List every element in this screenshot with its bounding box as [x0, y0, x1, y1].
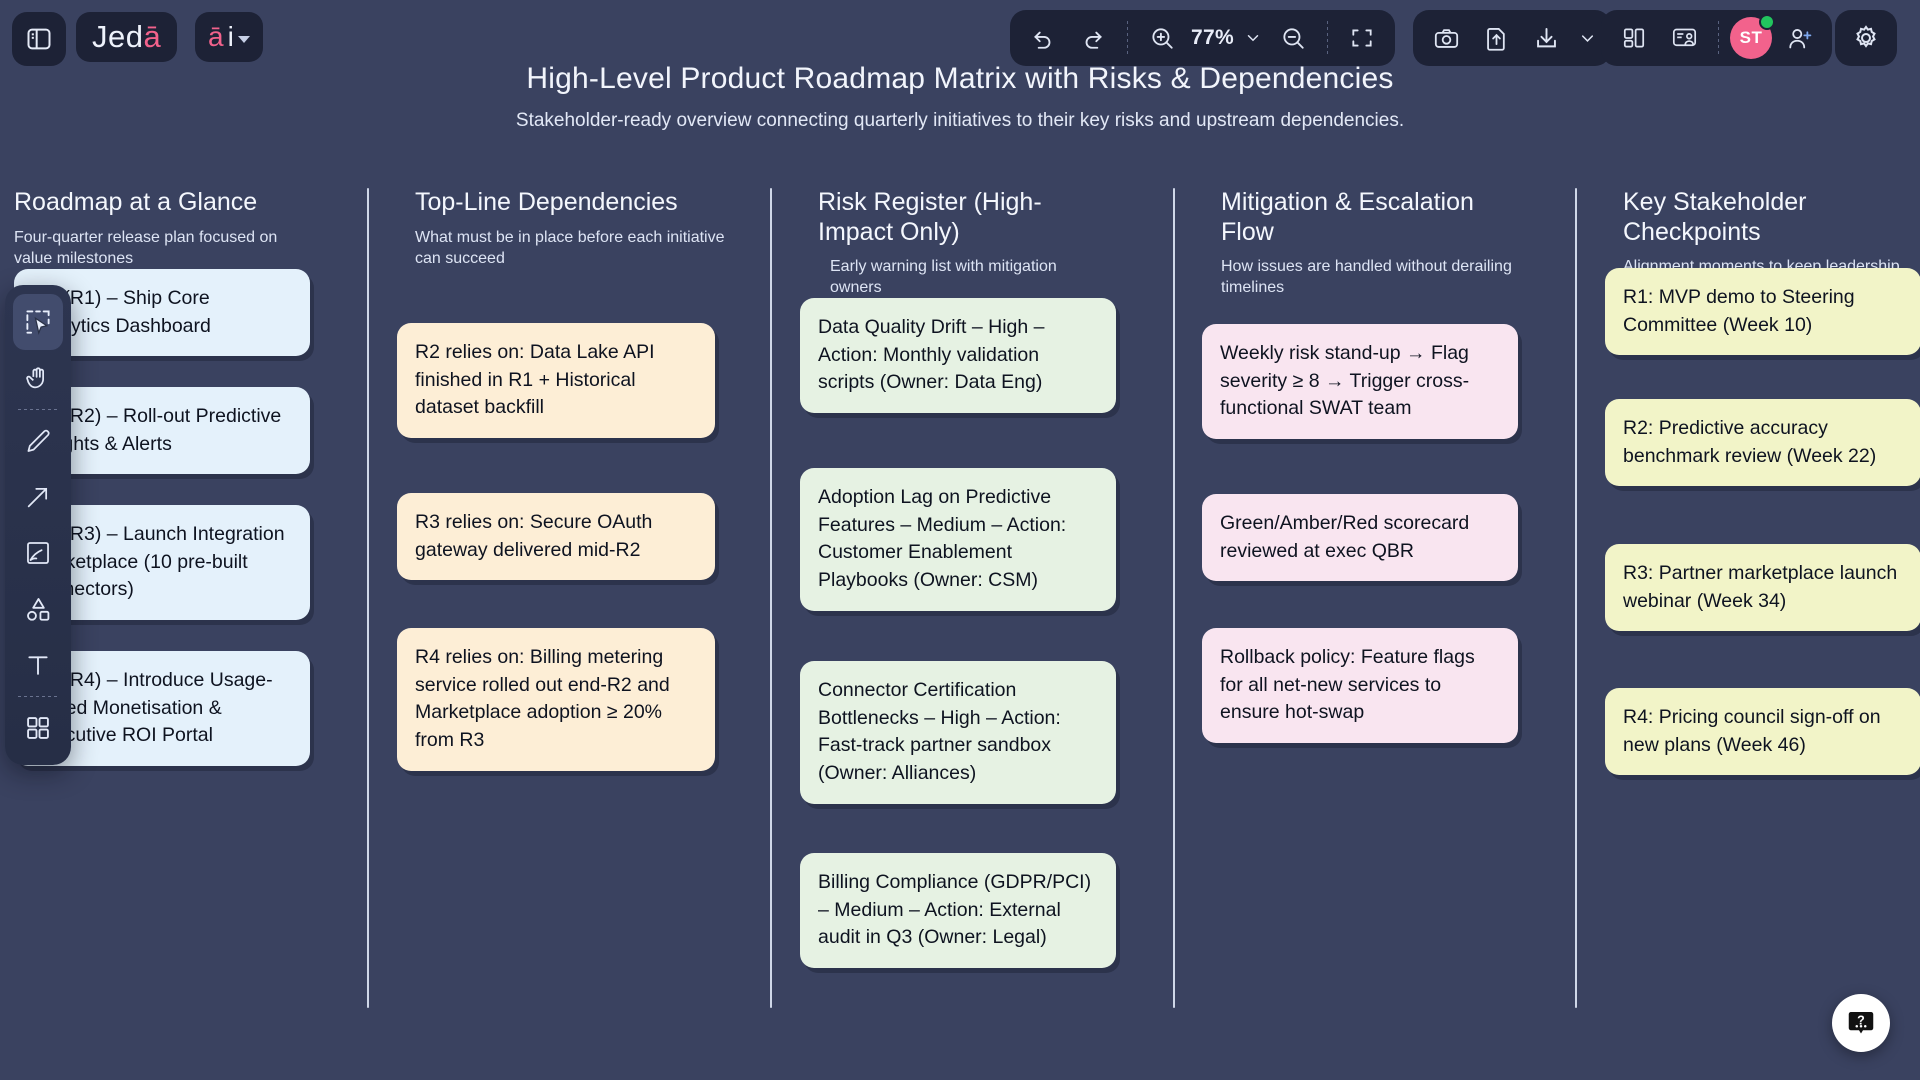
card-risk-data-quality[interactable]: Data Quality Drift – High – Action: Mont… — [800, 298, 1116, 414]
download-icon[interactable] — [1523, 16, 1569, 60]
help-button[interactable]: ? — [1832, 994, 1890, 1052]
column-title: Key Stakeholder Checkpoints — [1623, 188, 1807, 246]
divider — [1718, 21, 1719, 55]
text-tool[interactable] — [13, 637, 63, 693]
gear-icon[interactable] — [1843, 16, 1889, 60]
shapes-tool[interactable] — [13, 581, 63, 637]
card-dependency-r4[interactable]: R4 relies on: Billing metering service r… — [397, 628, 715, 771]
add-user-icon[interactable] — [1776, 16, 1822, 60]
column-subtitle: What must be in place before each initia… — [415, 228, 725, 267]
page-title: High-Level Product Roadmap Matrix with R… — [526, 62, 1394, 95]
card-risk-adoption-lag[interactable]: Adoption Lag on Predictive Features – Me… — [800, 468, 1116, 611]
chevron-down-icon[interactable] — [1573, 16, 1601, 60]
divider — [18, 409, 58, 410]
logo-accent-char: ā — [143, 19, 162, 54]
view-controls-group: 77% — [1010, 10, 1395, 66]
column-mitigation: Mitigation & Escalation Flow How issues … — [1221, 188, 1521, 299]
presentation-icon[interactable] — [1661, 16, 1707, 60]
card-mitigation-standup[interactable]: Weekly risk stand-up → Flag severity ≥ 8… — [1202, 324, 1518, 440]
card-dependency-r3[interactable]: R3 relies on: Secure OAuth gateway deliv… — [397, 493, 715, 581]
undo-icon[interactable] — [1020, 16, 1066, 60]
chevron-down-icon — [237, 35, 250, 43]
avatar-initials: ST — [1739, 28, 1763, 47]
column-dependencies: Top-Line Dependencies What must be in pl… — [415, 188, 725, 269]
pen-tool[interactable] — [13, 413, 63, 469]
divider — [1127, 21, 1128, 55]
help-question-icon: ? — [1848, 1012, 1874, 1034]
templates-tool[interactable] — [13, 700, 63, 756]
sidebar-panel-icon[interactable] — [12, 12, 66, 66]
column-subtitle: Early warning list with mitigation owner… — [830, 258, 1057, 297]
zoom-in-icon[interactable] — [1139, 16, 1185, 60]
fit-to-screen-icon[interactable] — [1339, 16, 1385, 60]
column-roadmap: Roadmap at a Glance Four-quarter release… — [14, 188, 314, 269]
column-title: Mitigation & Escalation Flow — [1221, 188, 1474, 246]
card-mitigation-scorecard[interactable]: Green/Amber/Red scorecard reviewed at ex… — [1202, 494, 1518, 582]
column-title: Top-Line Dependencies — [415, 188, 678, 216]
column-subtitle: Four-quarter release plan focused on val… — [14, 228, 278, 267]
collaboration-group: ST — [1601, 10, 1832, 66]
card-risk-connector-cert[interactable]: Connector Certification Bottlenecks – Hi… — [800, 661, 1116, 804]
camera-icon[interactable] — [1423, 16, 1469, 60]
select-tool[interactable] — [13, 294, 63, 350]
logo-text: Jed — [92, 19, 144, 54]
card-checkpoint-r2[interactable]: R2: Predictive accuracy benchmark review… — [1605, 399, 1920, 487]
svg-text:?: ? — [1857, 1013, 1865, 1027]
ai-label: i — [227, 21, 234, 52]
online-status-dot — [1759, 14, 1775, 30]
export-controls-group — [1413, 10, 1611, 66]
column-title: Roadmap at a Glance — [14, 188, 258, 216]
card-checkpoint-r4[interactable]: R4: Pricing council sign-off on new plan… — [1605, 688, 1920, 776]
card-dependency-r2[interactable]: R2 relies on: Data Lake API finished in … — [397, 323, 715, 439]
column-divider — [367, 188, 369, 1008]
card-checkpoint-r1[interactable]: R1: MVP demo to Steering Committee (Week… — [1605, 268, 1920, 356]
page-subtitle: Stakeholder-ready overview connecting qu… — [515, 110, 1405, 131]
ai-accent-char: ā — [208, 21, 224, 52]
hand-tool[interactable] — [13, 350, 63, 406]
card-checkpoint-r3[interactable]: R3: Partner marketplace launch webinar (… — [1605, 544, 1920, 632]
avatar[interactable]: ST — [1730, 14, 1775, 59]
divider — [1326, 21, 1328, 55]
zoom-out-icon[interactable] — [1270, 16, 1316, 60]
column-risk-register: Risk Register (High-Impact Only) Early w… — [818, 188, 1108, 299]
column-subtitle: How issues are handled without derailing… — [1221, 258, 1512, 297]
column-divider — [1173, 188, 1175, 1008]
arrow-tool[interactable] — [13, 469, 63, 525]
upload-file-icon[interactable] — [1473, 16, 1519, 60]
zoom-level-label[interactable]: 77% — [1191, 26, 1234, 49]
card-risk-billing-compliance[interactable]: Billing Compliance (GDPR/PCI) – Medium –… — [800, 853, 1116, 969]
zoom-dropdown-chevron-icon[interactable] — [1240, 16, 1266, 60]
card-mitigation-rollback[interactable]: Rollback policy: Feature flags for all n… — [1202, 628, 1518, 744]
divider — [18, 696, 58, 697]
column-divider — [770, 188, 772, 1008]
layout-grid-icon[interactable] — [1611, 16, 1657, 60]
column-divider — [1575, 188, 1577, 1008]
settings-group — [1835, 10, 1897, 66]
column-title: Risk Register (High-Impact Only) — [818, 188, 1042, 246]
redo-icon[interactable] — [1070, 16, 1116, 60]
tool-palette — [5, 285, 71, 765]
board-columns: Roadmap at a Glance Four-quarter release… — [0, 188, 1920, 1028]
image-tool[interactable] — [13, 525, 63, 581]
